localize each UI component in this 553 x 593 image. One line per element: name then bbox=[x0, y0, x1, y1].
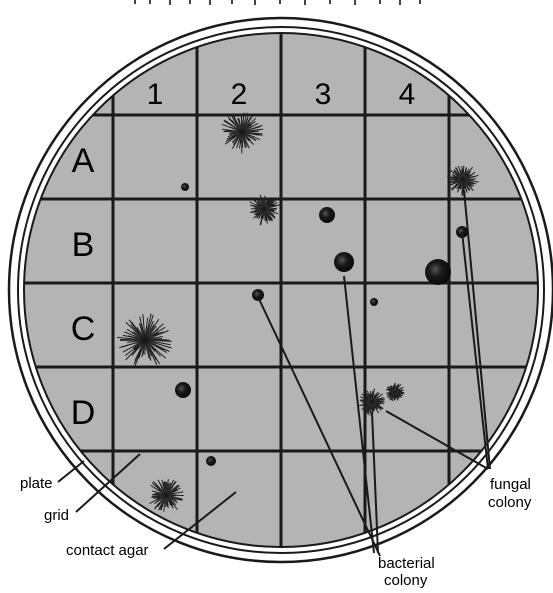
column-label-4: 4 bbox=[399, 78, 416, 111]
column-label-2: 2 bbox=[231, 78, 248, 111]
row-label-B: B bbox=[72, 226, 95, 264]
row-label-C: C bbox=[71, 310, 96, 348]
column-label-3: 3 bbox=[315, 78, 332, 111]
bacterial-colony-b3 bbox=[319, 207, 335, 223]
row-label-A: A bbox=[72, 142, 95, 180]
bacterial-colony-d1 bbox=[175, 382, 191, 398]
bacterial-colony-b3-large bbox=[334, 252, 354, 272]
column-label-1: 1 bbox=[147, 78, 164, 111]
fungal-colony-label-line1: fungal bbox=[490, 476, 531, 493]
plate-label: plate bbox=[20, 475, 53, 492]
row-label-D: D bbox=[71, 394, 96, 432]
contact-agar-label: contact agar bbox=[66, 542, 149, 559]
cropped-title bbox=[120, 0, 440, 6]
bacterial-colony-label-line1: bacterial bbox=[378, 555, 435, 572]
bacterial-colony-e2 bbox=[206, 456, 216, 466]
grid-label: grid bbox=[44, 507, 69, 524]
bacterial-colony-a1 bbox=[181, 183, 189, 191]
bacterial-colony-c2 bbox=[252, 289, 264, 301]
fungal-colony-label-line2: colony bbox=[488, 494, 532, 511]
bacterial-colony-b4 bbox=[425, 259, 451, 285]
bacterial-colony-label-line2: colony bbox=[384, 572, 428, 588]
bacterial-colony-c3 bbox=[370, 298, 378, 306]
